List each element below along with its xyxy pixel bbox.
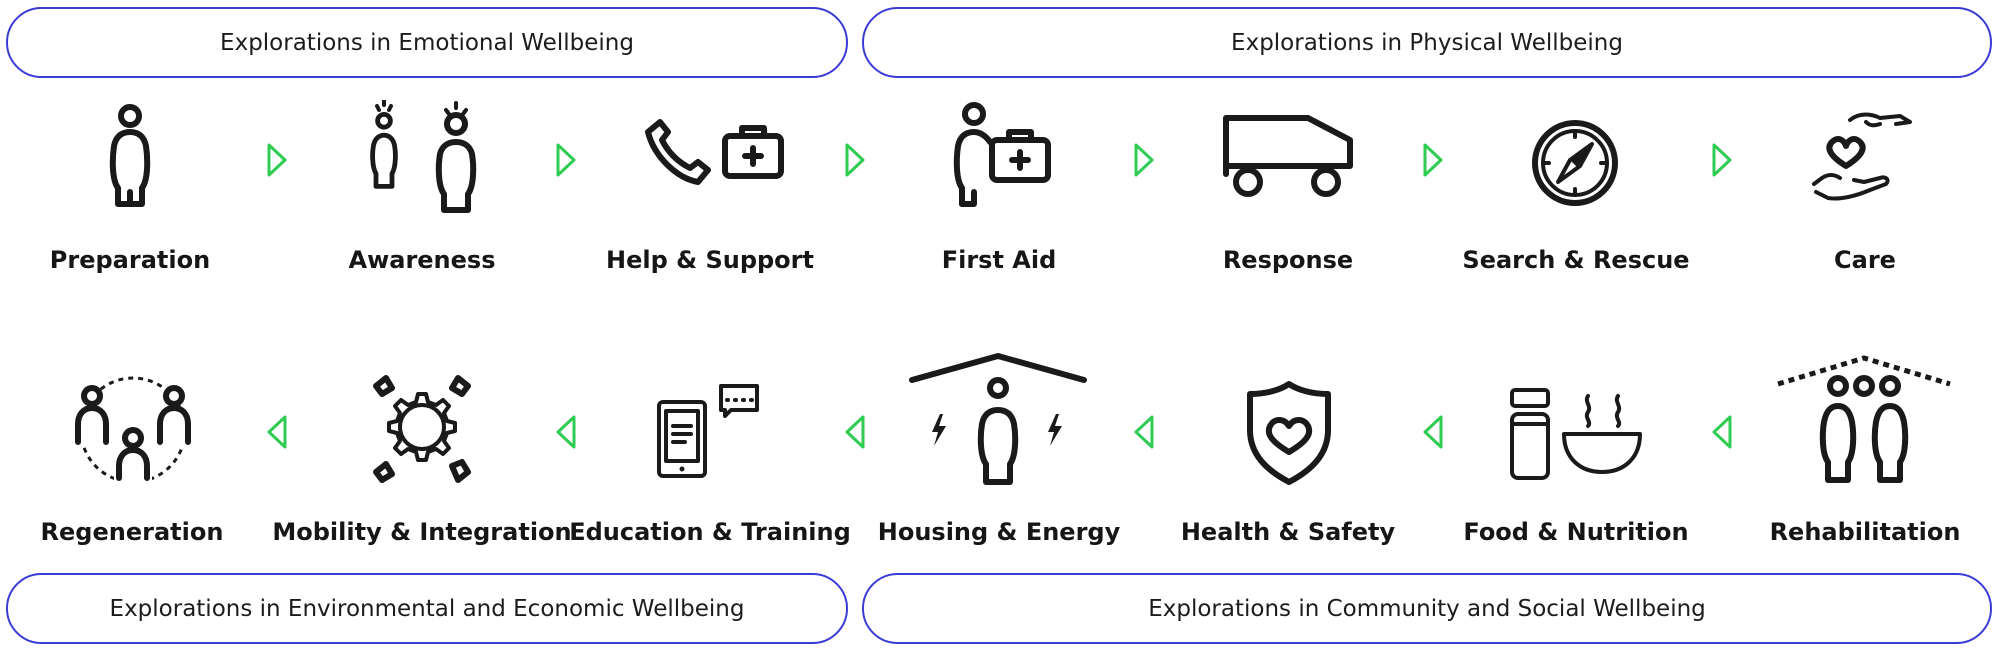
step-label-search-rescue: Search & Rescue <box>1462 246 1690 274</box>
step-label-mobility-integration: Mobility & Integration <box>272 518 572 546</box>
band-label: Explorations in Community and Social Wel… <box>1148 595 1706 622</box>
shield-heart-icon <box>1247 381 1331 485</box>
house-person-icon <box>909 353 1087 485</box>
band-community-wellbeing: Explorations in Community and Social Wel… <box>862 573 1992 644</box>
step-label-response: Response <box>1222 246 1354 274</box>
band-physical-wellbeing: Explorations in Physical Wellbeing <box>862 7 1992 78</box>
arrow-left-icon <box>556 415 576 449</box>
tablet-chat-icon <box>657 384 759 478</box>
arrow-right-icon <box>556 143 576 177</box>
arrow-left-icon <box>1712 415 1732 449</box>
shelter-people-icon <box>1777 355 1951 483</box>
step-label-rehabilitation: Rehabilitation <box>1769 518 1961 546</box>
arrow-right-icon <box>1712 143 1732 177</box>
arrow-left-icon <box>1423 415 1443 449</box>
arrow-right-icon <box>1423 143 1443 177</box>
step-label-first-aid: First Aid <box>941 246 1057 274</box>
band-emotional-wellbeing: Explorations in Emotional Wellbeing <box>6 7 848 78</box>
arrow-left-icon <box>267 415 287 449</box>
person-icon <box>109 104 151 207</box>
band-label: Explorations in Environmental and Econom… <box>109 595 745 622</box>
truck-icon <box>1223 115 1353 197</box>
band-label: Explorations in Emotional Wellbeing <box>220 29 634 56</box>
arrow-right-icon <box>845 143 865 177</box>
step-label-education-training: Education & Training <box>569 518 851 546</box>
food-bowl-icon <box>1510 388 1642 480</box>
step-label-housing-energy: Housing & Energy <box>877 518 1121 546</box>
step-label-care: Care <box>1834 246 1896 274</box>
heart-hands-icon <box>1812 112 1912 201</box>
arrow-left-icon <box>845 415 865 449</box>
alert-persons-icon <box>370 100 477 213</box>
arrow-left-icon <box>1134 415 1154 449</box>
phone-medkit-icon <box>645 119 784 185</box>
step-label-preparation: Preparation <box>49 246 211 274</box>
band-label: Explorations in Physical Wellbeing <box>1231 29 1623 56</box>
step-label-awareness: Awareness <box>348 246 496 274</box>
gear-icon <box>373 375 471 483</box>
step-label-health-safety: Health & Safety <box>1180 518 1396 546</box>
arrow-right-icon <box>1134 143 1154 177</box>
arrow-right-icon <box>267 143 287 177</box>
person-medkit-icon <box>953 102 1051 207</box>
step-label-food-nutrition: Food & Nutrition <box>1463 518 1689 546</box>
step-label-help-support: Help & Support <box>606 246 814 274</box>
band-environmental-wellbeing: Explorations in Environmental and Econom… <box>6 573 848 644</box>
compass-icon <box>1532 120 1618 206</box>
step-label-regeneration: Regeneration <box>40 518 224 546</box>
community-circle-icon <box>74 376 192 486</box>
